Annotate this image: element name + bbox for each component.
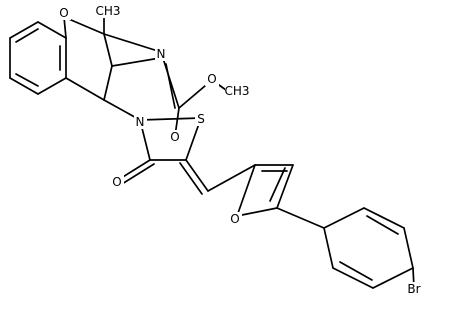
label-mask bbox=[155, 47, 168, 61]
bond bbox=[111, 57, 161, 67]
atom-labels: O CH3 N O CH3 O N S O O Br bbox=[57, 4, 424, 296]
bond bbox=[366, 215, 399, 235]
bond bbox=[121, 163, 155, 185]
bond bbox=[103, 65, 113, 101]
bond bbox=[236, 164, 256, 217]
bond bbox=[403, 227, 414, 269]
atom-o-carbonyl: O bbox=[170, 130, 179, 144]
atom-o-pyran: O bbox=[59, 6, 68, 20]
bond bbox=[339, 261, 373, 281]
bond bbox=[269, 167, 286, 202]
atom-o-furan: O bbox=[230, 212, 239, 226]
bond bbox=[9, 77, 39, 95]
bond bbox=[276, 207, 325, 229]
bond bbox=[37, 21, 67, 39]
bond bbox=[165, 63, 176, 109]
label-mask bbox=[195, 112, 208, 126]
bond bbox=[103, 33, 162, 53]
bond bbox=[372, 267, 414, 289]
bond bbox=[185, 159, 209, 192]
bond bbox=[323, 227, 334, 269]
bond bbox=[65, 77, 105, 101]
bond bbox=[9, 21, 39, 39]
atom-methyl: CH3 bbox=[95, 4, 120, 18]
atom-n-thiazolidine: N bbox=[136, 115, 145, 129]
label-mask bbox=[228, 212, 242, 226]
atom-o-methoxy: O bbox=[207, 72, 216, 86]
label-mask bbox=[225, 84, 250, 98]
label-mask bbox=[110, 175, 124, 189]
atom-s-thiazolidine: S bbox=[197, 112, 205, 126]
bond bbox=[363, 207, 405, 229]
label-mask bbox=[57, 6, 71, 20]
bond bbox=[15, 73, 39, 87]
label-mask bbox=[404, 282, 424, 296]
bond bbox=[207, 164, 256, 192]
bond bbox=[276, 164, 294, 209]
label-mask bbox=[205, 72, 219, 86]
bond bbox=[236, 207, 278, 217]
bond bbox=[37, 77, 67, 95]
atom-o-ketone: O bbox=[112, 175, 121, 189]
bond bbox=[139, 117, 202, 121]
bond bbox=[63, 16, 67, 39]
atom-methoxy-methyl: CH3 bbox=[224, 84, 249, 98]
label-mask bbox=[96, 4, 121, 18]
atom-n-imine: N bbox=[157, 47, 166, 61]
bond bbox=[103, 33, 113, 67]
label-mask bbox=[168, 130, 182, 144]
bond bbox=[332, 267, 374, 289]
bond-lines bbox=[9, 14, 415, 289]
label-mask bbox=[134, 115, 147, 129]
atom-br: Br bbox=[407, 282, 420, 296]
bond bbox=[179, 162, 203, 195]
bond bbox=[15, 28, 39, 43]
bond bbox=[323, 207, 365, 229]
